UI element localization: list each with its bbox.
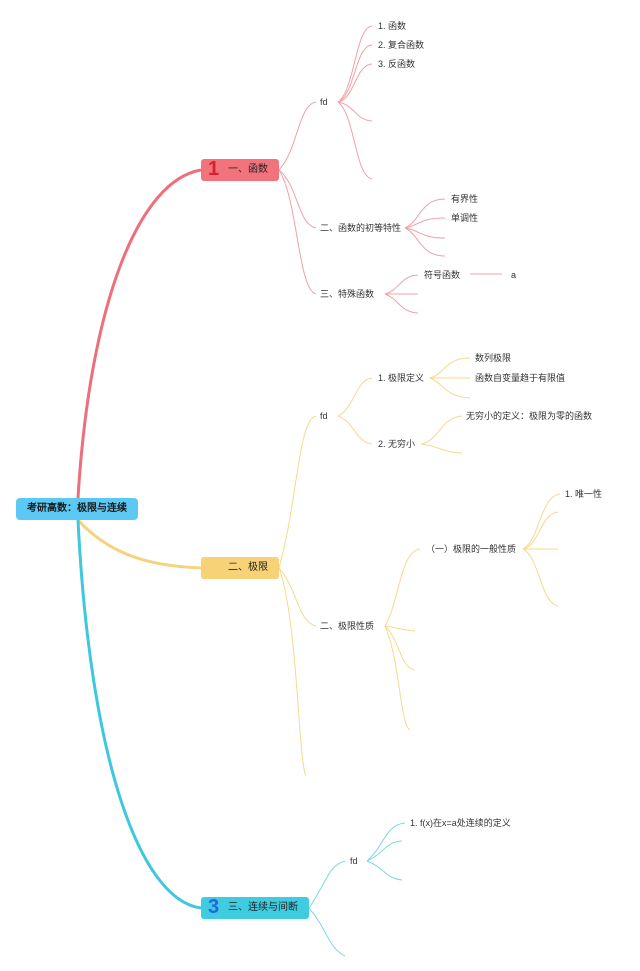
- topic-fd[interactable]: fd: [320, 97, 328, 107]
- topic-infinitesimal-definition[interactable]: 无穷小的定义：极限为零的函数: [466, 411, 593, 421]
- branch-continuity[interactable]: 3 三、连续与间断: [201, 896, 309, 919]
- connector-root-branch2: [76, 518, 202, 570]
- root-topic[interactable]: 考研高数：极限与连续: [16, 498, 138, 520]
- topic-fd[interactable]: fd: [320, 411, 328, 421]
- topic-leaf-a[interactable]: a: [511, 270, 517, 280]
- topic-boundedness[interactable]: 有界性: [451, 194, 479, 204]
- topic-uniqueness[interactable]: 1. 唯一性: [565, 489, 603, 499]
- topic-infinitesimal[interactable]: 2. 无穷小: [378, 439, 416, 449]
- branch-number-1: 1: [208, 158, 220, 180]
- topic-monotonicity[interactable]: 单调性: [451, 213, 479, 223]
- branch-functions[interactable]: 1 一、函数: [201, 158, 279, 181]
- topic-inverse-function[interactable]: 3. 反函数: [378, 59, 416, 69]
- topic-function[interactable]: 1. 函数: [378, 21, 407, 31]
- topic-function-limit-finite[interactable]: 函数自变量趋于有限值: [475, 373, 566, 383]
- connector-root-branch1: [76, 168, 202, 499]
- topic-special-functions[interactable]: 三、特殊函数: [320, 289, 375, 299]
- topic-composite-function[interactable]: 2. 复合函数: [378, 40, 425, 50]
- topic-general-properties[interactable]: （一）极限的一般性质: [426, 544, 517, 554]
- branch-label: 二、极限: [228, 562, 268, 573]
- branch-limits[interactable]: 二、极限: [201, 557, 279, 579]
- topic-limit-definition[interactable]: 1. 极限定义: [378, 373, 425, 383]
- topic-fd[interactable]: fd: [350, 856, 358, 866]
- topic-sequence-limit[interactable]: 数列极限: [475, 353, 512, 363]
- topic-limit-properties[interactable]: 二、极限性质: [320, 621, 375, 631]
- topic-continuity-definition[interactable]: 1. f(x)在x=a处连续的定义: [410, 818, 511, 828]
- topic-elementary-properties[interactable]: 二、函数的初等特性: [320, 223, 402, 233]
- branch-label: 三、连续与间断: [228, 902, 298, 913]
- topic-sign-function[interactable]: 符号函数: [424, 270, 461, 280]
- branch-label: 一、函数: [228, 164, 268, 175]
- branch-number-3: 3: [208, 896, 220, 918]
- connector-root-branch3: [76, 519, 202, 910]
